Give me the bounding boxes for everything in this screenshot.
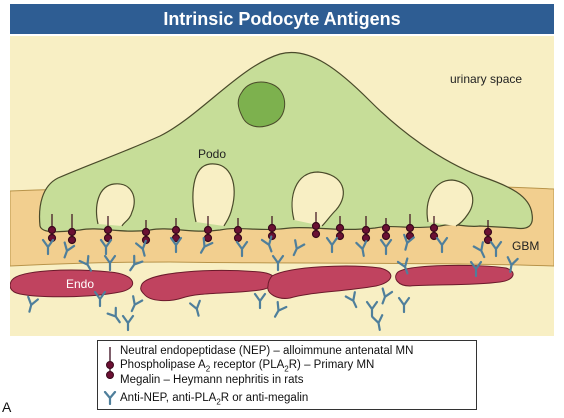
panel-letter: A (2, 399, 12, 415)
legend-text: Anti-NEP, anti-PLA (120, 392, 217, 404)
antibody (292, 239, 306, 257)
endothelial-cell-4 (395, 264, 514, 287)
foot-process-arch-1 (95, 183, 135, 227)
antibody (106, 306, 121, 324)
antibody (469, 260, 483, 278)
legend-box: Neutral endopeptidase (NEP) – alloimmune… (97, 340, 477, 410)
foot-process-arch-3 (291, 171, 344, 227)
legend-item-pla2r: Phospholipase A2 receptor (PLA2R) – Prim… (120, 359, 374, 375)
antigen (203, 216, 213, 243)
antibody (235, 240, 249, 258)
legend-text: Phospholipase A (120, 359, 206, 371)
antibody (99, 238, 113, 256)
antigen (429, 216, 439, 241)
subscript: 2 (205, 364, 211, 374)
antibody (189, 299, 201, 317)
antibody-legend-icon (103, 391, 117, 405)
antibodies (27, 233, 519, 332)
antibody (78, 254, 93, 272)
antibody (135, 239, 147, 257)
subscript: 2 (284, 364, 289, 374)
endothelial-cell-2 (140, 270, 277, 302)
antibody (325, 236, 339, 254)
antibody (344, 291, 358, 309)
antibody (403, 233, 415, 251)
antigen (361, 216, 371, 243)
foot-process-arch-4 (426, 179, 474, 227)
antigen (381, 218, 391, 241)
antibody (381, 287, 394, 305)
podocyte-diagram: urinary space Podo GBM Endo (10, 36, 554, 336)
antibody (93, 290, 107, 308)
antibody (130, 295, 144, 313)
antigen (335, 216, 345, 241)
title-banner: Intrinsic Podocyte Antigens (10, 4, 554, 34)
legend-text: Neutral endopeptidase (NEP) – alloimmune… (120, 345, 414, 357)
legend-text: receptor (PLA (210, 359, 285, 371)
legend-text: Megalin – Heymann nephritis in rats (120, 374, 304, 386)
antibody (489, 240, 503, 258)
legend-text: R) – Primary MN (288, 359, 375, 371)
endothelial-cell-3 (267, 265, 392, 299)
antibody (63, 241, 76, 259)
antibody (169, 236, 183, 254)
endo-label: Endo (66, 277, 94, 291)
legend-text: R or anti-megalin (220, 392, 309, 404)
antibody (27, 295, 39, 313)
endothelial-cell-1 (10, 269, 133, 298)
legend-item-nep: Neutral endopeptidase (NEP) – alloimmune… (120, 345, 413, 358)
antibody (397, 296, 411, 314)
antibody (472, 241, 486, 259)
antibody (355, 240, 368, 257)
antibody (435, 236, 449, 254)
antigen (171, 218, 181, 243)
subscript: 2 (216, 397, 221, 407)
antigens (47, 212, 493, 245)
antibody (371, 314, 384, 331)
antigen (311, 212, 321, 239)
foot-process-arch-2 (192, 163, 235, 227)
antibody (260, 235, 273, 253)
legend-item-megalin: Megalin – Heymann nephritis in rats (120, 374, 303, 387)
antibody (199, 236, 214, 254)
antigen (233, 218, 243, 243)
antibody (103, 254, 117, 272)
antibody (129, 254, 144, 272)
antigen (483, 220, 493, 245)
antigen (67, 214, 77, 245)
antibody (379, 238, 393, 256)
urinary-space-label: urinary space (450, 72, 522, 86)
gbm-label: GBM (512, 239, 539, 253)
nucleus (237, 81, 286, 128)
antibody (253, 292, 267, 310)
podocyte-cell (38, 52, 533, 233)
antibody (121, 314, 135, 332)
antibody (273, 300, 288, 318)
podo-label: Podo (198, 147, 226, 161)
antigen (103, 216, 113, 243)
antibody (506, 256, 519, 273)
antibody (365, 300, 379, 318)
legend-item-antibody: Anti-NEP, anti-PLA2R or anti-megalin (120, 392, 308, 408)
antibody (41, 238, 55, 256)
diagram-title: Intrinsic Podocyte Antigens (163, 8, 401, 29)
antigen-legend-icon (106, 347, 114, 379)
antibody (271, 254, 285, 272)
antibody (396, 257, 409, 275)
